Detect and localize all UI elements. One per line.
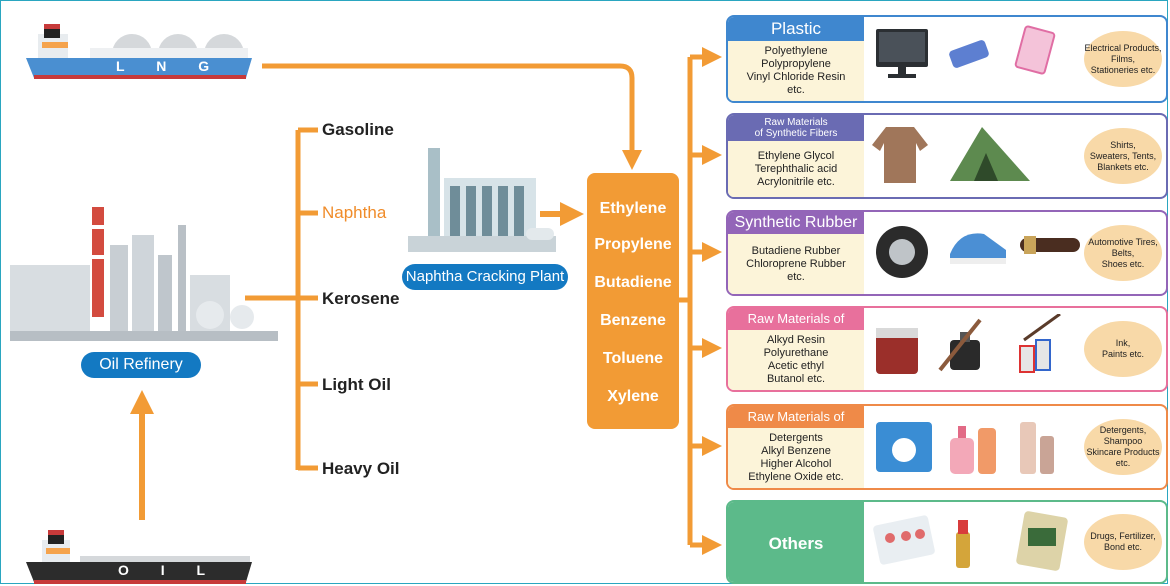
panel-materials: Detergents Alkyl Benzene Higher Alcohol … (728, 428, 864, 488)
skincare-bottle-icon (1020, 422, 1054, 474)
panel-end-products: Ink, Paints etc. (1084, 321, 1162, 377)
panel-title: Plastic (728, 17, 864, 41)
panel-product-illustrations (872, 127, 1030, 183)
cracking-plant-icon (408, 148, 556, 252)
cracking-plant-label: Naphtha Cracking Plant (402, 264, 568, 290)
chemical-toluene: Toluene (602, 350, 664, 367)
paint-can-icon (876, 328, 918, 374)
fuel-heavy-oil: Heavy Oil (322, 459, 400, 478)
belt-icon (1020, 236, 1080, 254)
panel-end-products: Drugs, Fertilizer, Bond etc. (1084, 514, 1162, 570)
panel-title: Raw Materials of Synthetic Fibers (728, 115, 864, 141)
fuel-light-oil: Light Oil (322, 375, 391, 394)
oil-ship-label: O I L (118, 562, 220, 578)
stapler-icon (949, 40, 989, 68)
product-panel: Raw Materials of SyntheticDetergents Alk… (726, 404, 1168, 490)
clipboard-icon (1014, 25, 1056, 75)
shampoo-bottle-icon (950, 426, 996, 474)
basic-chemicals-box: Ethylene Propylene Butadiene Benzene Tol… (587, 173, 679, 429)
oil-tanker-icon (26, 530, 252, 584)
chemical-butadiene: Butadiene (594, 274, 672, 291)
chemical-ethylene: Ethylene (599, 200, 667, 217)
lng-ship-icon (26, 24, 252, 79)
fuel-kerosene: Kerosene (322, 289, 400, 308)
panel-materials: Ethylene Glycol Terephthalic acid Acrylo… (728, 141, 864, 197)
product-panel: Raw Materials of PaintsAlkyd Resin Polyu… (726, 306, 1168, 392)
product-panel: Others Drugs, Fertilizer, Bond etc. (726, 500, 1168, 584)
fuel-naphtha: Naphtha (322, 203, 387, 222)
tire-icon (876, 226, 928, 278)
panel-title: Raw Materials of Synthetic (728, 406, 864, 446)
panel-title: Synthetic Rubber (728, 212, 864, 234)
panel-end-products: Automotive Tires, Belts, Shoes etc. (1084, 225, 1162, 281)
detergent-box-icon (876, 422, 932, 472)
chemical-propylene: Propylene (594, 236, 672, 253)
panel-product-illustrations (876, 226, 1080, 278)
panel-end-products: Electrical Products, Films, Stationeries… (1084, 31, 1162, 87)
sweater-icon (872, 127, 928, 183)
panel-title: Raw Materials of Paints (728, 308, 864, 348)
oil-refinery-icon (10, 207, 278, 341)
lng-arrow (262, 63, 642, 170)
fuel-gasoline: Gasoline (322, 120, 394, 139)
panel-product-illustrations (873, 511, 1068, 571)
ink-bottle-icon (938, 318, 982, 372)
panel-product-illustrations (876, 314, 1061, 374)
panel-materials: Butadiene Rubber Chloroprene Rubber etc. (728, 234, 864, 294)
panel-materials: Alkyd Resin Polyurethane Acetic ethyl Bu… (728, 330, 864, 390)
panel-product-illustrations (876, 422, 1054, 474)
panel-title: Others (728, 502, 864, 582)
fertilizer-bag-icon (1016, 511, 1068, 571)
lipstick-icon (956, 520, 970, 568)
pill-pack-icon (873, 515, 935, 565)
panel-product-illustrations (876, 25, 1056, 78)
oil-refinery-label: Oil Refinery (81, 352, 201, 378)
panel-materials: Polyethylene Polypropylene Vinyl Chlorid… (728, 41, 864, 101)
lng-ship-label: L N G (116, 58, 224, 74)
paint-tube-icon (1019, 314, 1061, 373)
chemical-xylene: Xylene (607, 388, 659, 405)
tent-icon (950, 127, 1030, 181)
chemical-benzene: Benzene (600, 312, 666, 329)
sneaker-icon (950, 233, 1006, 264)
monitor-icon (876, 29, 928, 78)
panel-end-products: Detergents, Shampoo Skincare Products et… (1084, 419, 1162, 475)
panel-end-products: Shirts, Sweaters, Tents, Blankets etc. (1084, 128, 1162, 184)
